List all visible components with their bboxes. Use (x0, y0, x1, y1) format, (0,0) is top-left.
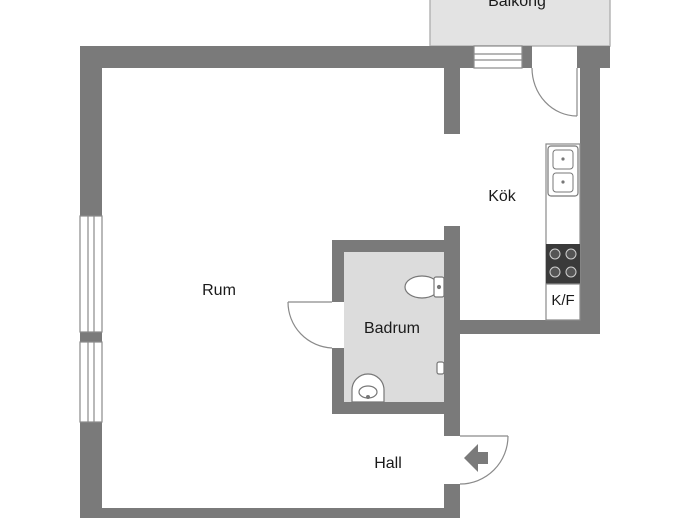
balcony-floor (429, 0, 611, 47)
wall-top-mid (522, 46, 532, 68)
wall-bath-left-upper (332, 240, 344, 302)
windows-left (79, 215, 103, 423)
wall-bath-top-right-stub (444, 226, 460, 252)
wall-partition-stub (444, 68, 460, 134)
bathroom-door-swing (287, 301, 333, 349)
sink-drain-lower (561, 180, 565, 184)
wall-left-upper (80, 46, 102, 216)
window-left-lower (79, 341, 103, 423)
sink-drain-upper (561, 157, 565, 161)
bathroom-fixtures (351, 275, 445, 403)
wall-bath-top (332, 240, 460, 252)
window-balcony-frame (473, 45, 523, 69)
toilet-button (436, 284, 442, 290)
kitchen-counter: K/F (545, 143, 581, 321)
sink-basin-lower (552, 172, 574, 193)
fridge-freezer-label: K/F (551, 292, 574, 309)
entrance-door-swing (459, 435, 509, 485)
wall-top-right (577, 46, 610, 68)
balcony: Balkong (429, 0, 611, 47)
stove-icon (546, 244, 580, 284)
wall-left-mid (80, 332, 102, 342)
room-label-living-room: Rum (202, 282, 236, 299)
wall-kitchen-bottom (444, 320, 600, 334)
walls (80, 46, 610, 518)
window-balcony (473, 45, 523, 69)
wall-right (580, 68, 600, 334)
faucet-icon (436, 361, 445, 375)
wall-bath-bottom (332, 402, 460, 414)
burner-2 (565, 248, 577, 260)
sink-icon (547, 145, 579, 197)
wall-bottom (80, 508, 460, 518)
washbasin-drain (366, 395, 371, 400)
burner-4 (565, 266, 577, 278)
room-label-kitchen: Kök (488, 188, 517, 205)
room-label-bathroom: Badrum (364, 320, 420, 337)
room-label-balcony: Balkong (488, 0, 546, 10)
burner-3 (549, 266, 561, 278)
window-left-upper (79, 215, 103, 333)
wall-bath-right (444, 252, 460, 436)
doors (287, 67, 578, 485)
sink-basin-upper (552, 149, 574, 170)
wall-bath-left-lower (332, 348, 344, 414)
room-label-hall: Hall (374, 455, 402, 472)
burner-1 (549, 248, 561, 260)
balcony-door-swing (531, 67, 578, 117)
wall-left-lower (80, 422, 102, 518)
entrance-arrow-icon (464, 444, 488, 472)
wall-top-left (80, 46, 474, 68)
